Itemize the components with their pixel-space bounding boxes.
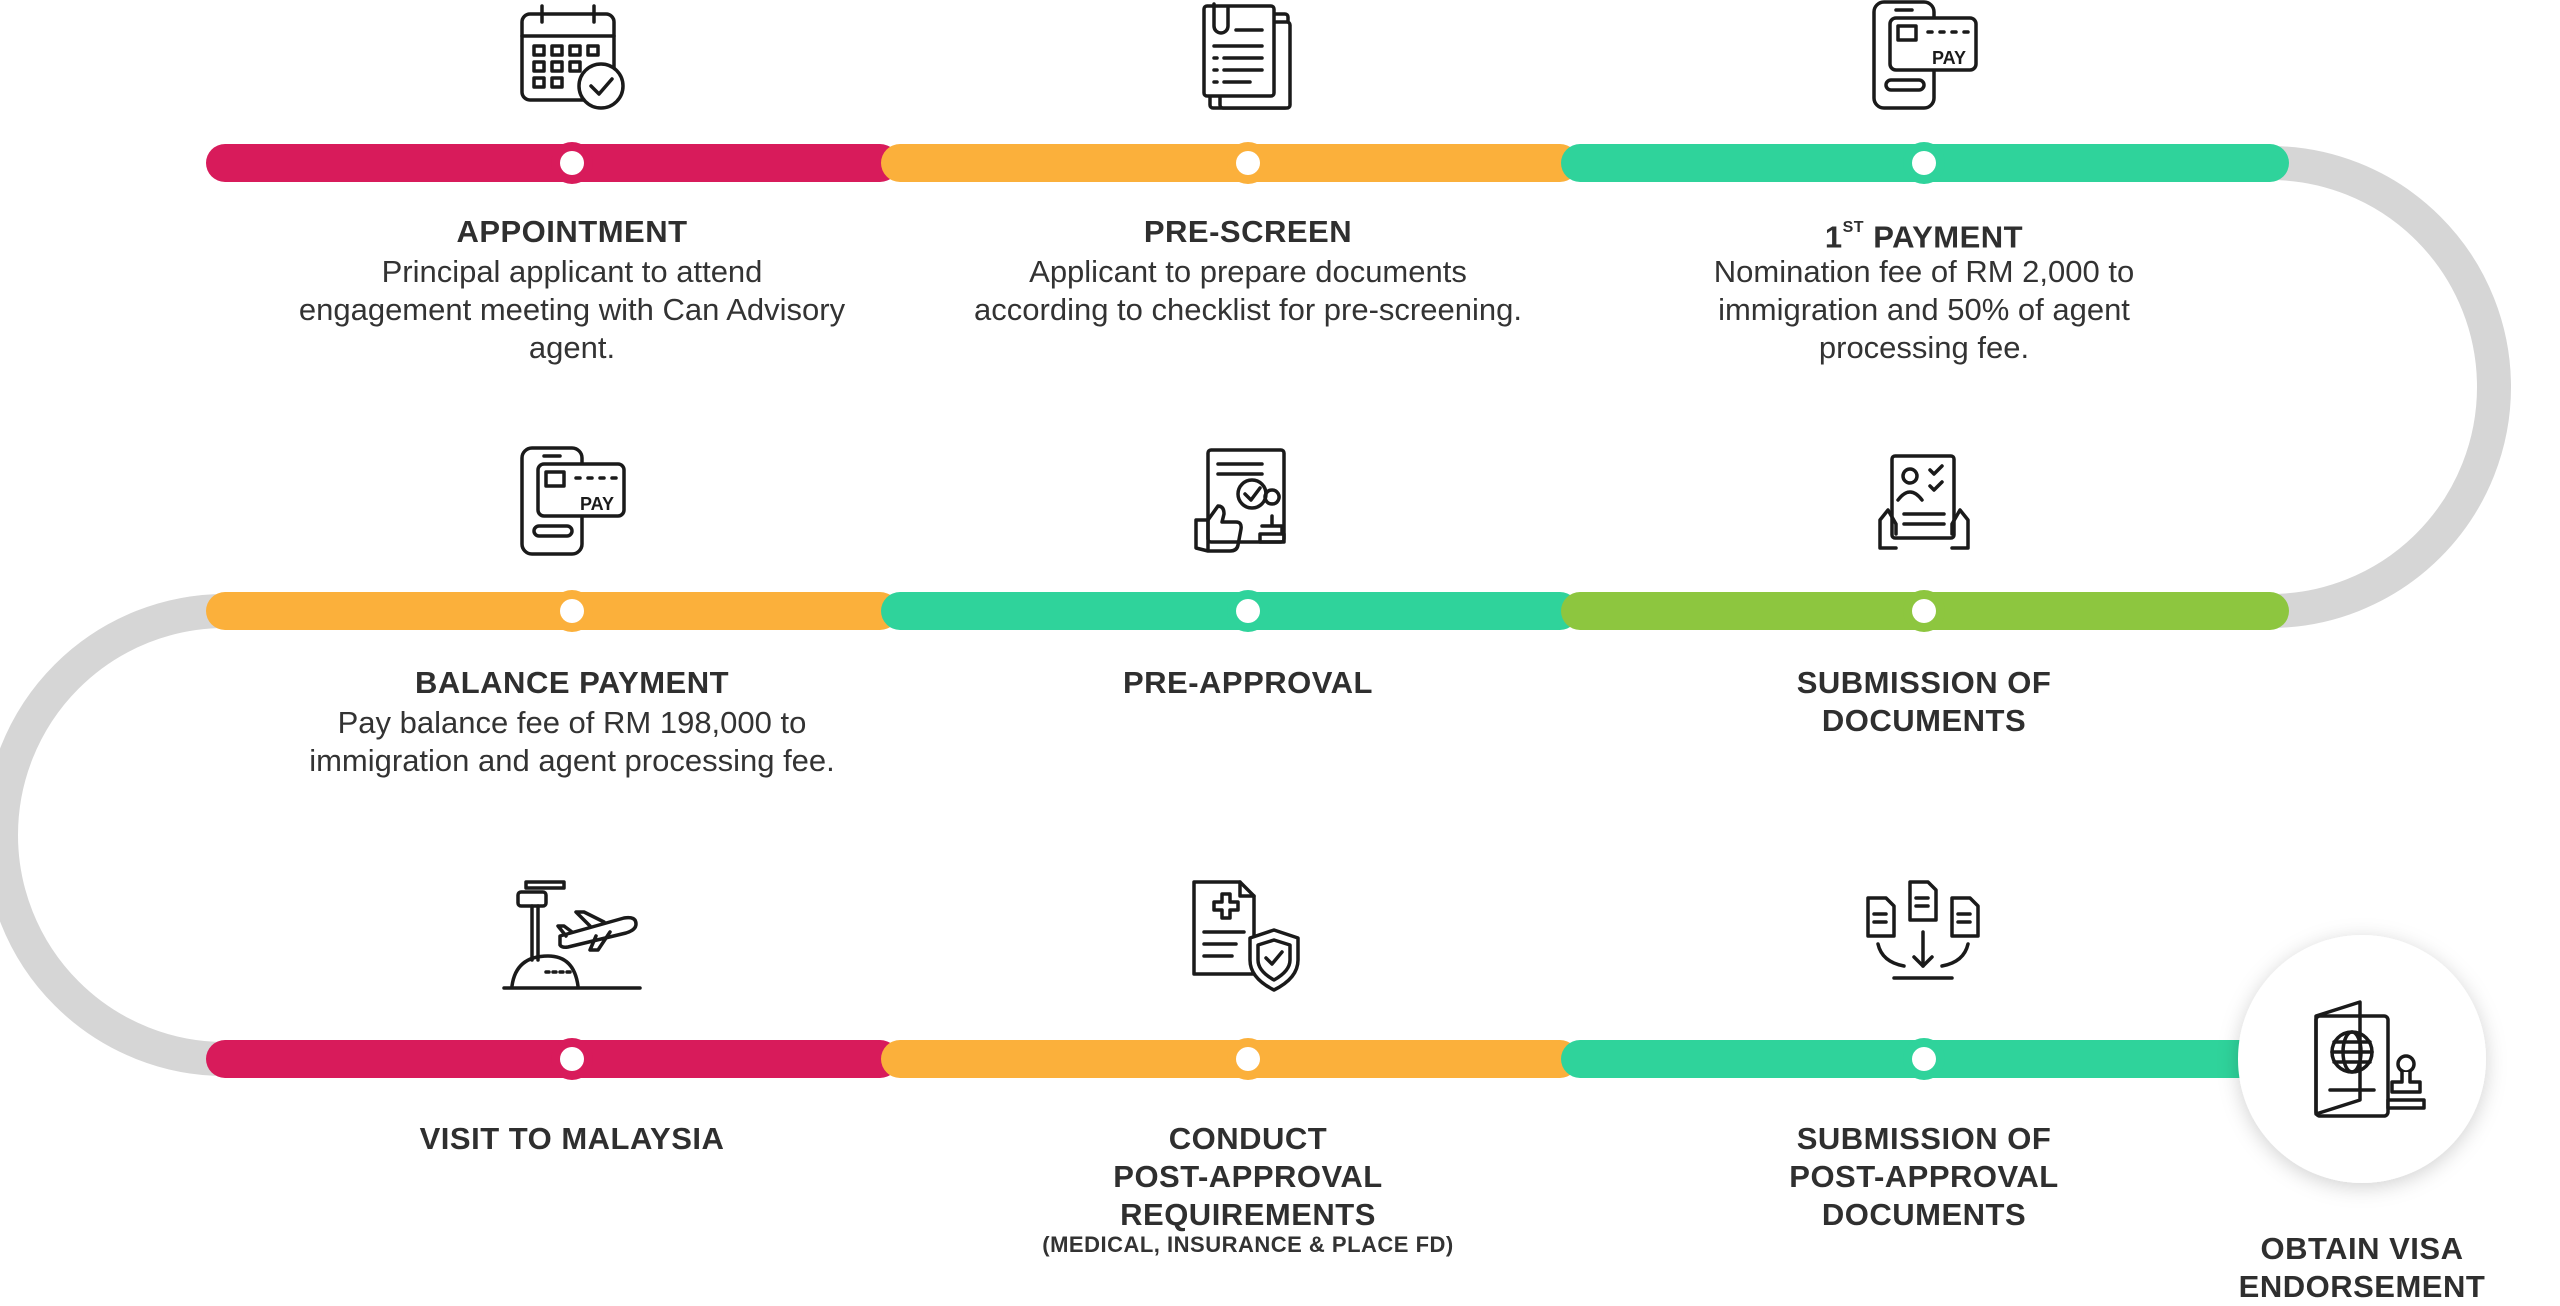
step-title-submission-of-documents: SUBMISSION OF DOCUMENTS — [1796, 665, 2052, 738]
medical-insurance-icon — [1192, 880, 1300, 992]
step-title-visit-to-malaysia: VISIT TO MALAYSIA — [419, 1121, 725, 1156]
passport-stamp-icon — [2314, 1000, 2426, 1118]
step-description-pre-screen: Applicant to prepare documents according… — [974, 254, 1522, 327]
step-title-post-approval-documents: SUBMISSION OF POST-APPROVAL DOCUMENTS — [1789, 1121, 2059, 1232]
documents-checklist-icon — [1202, 2, 1292, 110]
step-title-pre-approval: PRE-APPROVAL — [1122, 665, 1373, 700]
documents-download-icon — [1866, 880, 1980, 980]
mobile-pay-icon: PAY — [1872, 0, 1978, 110]
final-step-title: OBTAIN VISA ENDORSEMENT — [2238, 1231, 2486, 1304]
svg-text:PAY: PAY — [580, 494, 614, 514]
step-subtitle-post-approval-requirements: (MEDICAL, INSURANCE & PLACE FD) — [1042, 1232, 1454, 1257]
mobile-pay-icon: PAY — [520, 446, 626, 556]
timeline-nodes — [551, 142, 1945, 1080]
resume-submission-icon — [1878, 454, 1970, 550]
step-title-appointment: APPOINTMENT — [456, 214, 688, 249]
svg-text:PAY: PAY — [1932, 48, 1966, 68]
airport-plane-icon — [502, 880, 642, 990]
step-title-pre-screen: PRE-SCREEN — [1143, 214, 1353, 249]
approved-document-icon — [1194, 448, 1286, 553]
step-description-appointment: Principal applicant to attend engagement… — [298, 254, 846, 365]
step-title-balance-payment: BALANCE PAYMENT — [414, 665, 730, 700]
calendar-check-icon — [520, 4, 625, 110]
title-ordinal-suffix: ST — [1842, 219, 1865, 236]
connector-curve-left — [0, 594, 226, 1076]
title-rest: PAYMENT — [1864, 219, 2024, 255]
step-title-1st-payment: 1ST PAYMENT — [1614, 213, 2234, 256]
connector-curve-right — [2269, 146, 2511, 628]
step-title-post-approval-requirements: CONDUCT POST-APPROVAL REQUIREMENTS — [1113, 1121, 1383, 1232]
step-description-1st-payment: Nomination fee of RM 2,000 to immigratio… — [1713, 254, 2135, 365]
step-description-balance-payment: Pay balance fee of RM 198,000 to immigra… — [309, 705, 835, 778]
title-ordinal: 1 — [1824, 219, 1843, 255]
